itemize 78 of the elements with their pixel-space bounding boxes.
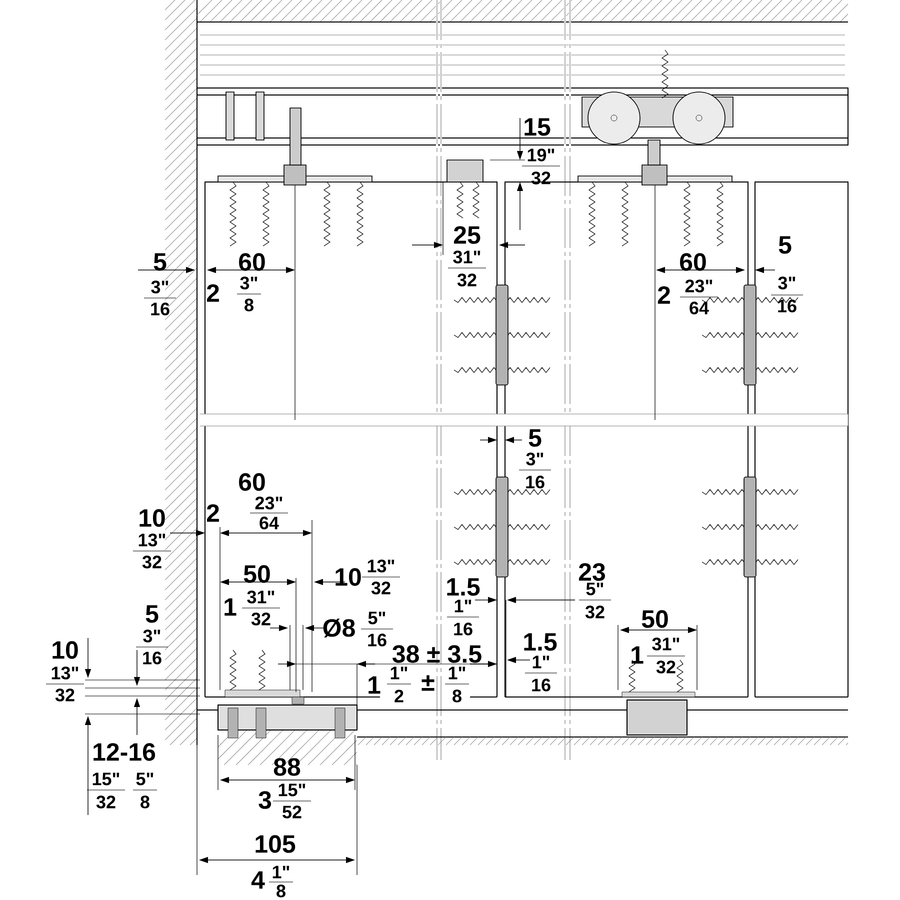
dimension-label: 1: [368, 676, 380, 694]
dimension-label: 1": [272, 866, 290, 878]
dimension-label: 2: [206, 504, 219, 522]
dimension-label: Ø8: [323, 618, 355, 638]
dimension-label: 2: [658, 286, 670, 304]
dimension-label: 32: [457, 274, 476, 286]
dimension-label: 3": [151, 280, 168, 294]
dimension-label: 60: [680, 253, 706, 271]
dimension-label: 10: [336, 568, 361, 586]
dimension-label: 13": [138, 534, 166, 546]
dimension-label: 8: [276, 884, 286, 898]
dimension-label: 1: [632, 646, 644, 664]
dimension-label: 31": [247, 590, 274, 604]
dimension-label: 32: [96, 796, 116, 808]
dimension-label: 88: [274, 758, 300, 776]
dimension-label: 1: [224, 598, 236, 616]
dimension-label: 15: [524, 118, 550, 136]
dimension-label: ±: [422, 675, 434, 691]
dimension-label: 3": [240, 276, 258, 290]
dimension-label: 23": [685, 280, 712, 292]
dimension-label: 4: [251, 871, 265, 889]
dimension-label: 16: [454, 622, 472, 636]
dimension-label: 3: [258, 791, 272, 809]
dimension-label: 16: [143, 652, 162, 664]
dimension-label: 32: [371, 582, 390, 594]
dimension-label: 3": [526, 452, 544, 466]
dimension-label: 1.5: [447, 578, 480, 596]
dimension-label: 50: [244, 565, 270, 583]
dimension-label: 16: [151, 302, 170, 316]
dimension-label: 5": [136, 772, 154, 786]
dimension-label: 12-16: [94, 743, 156, 761]
dimension-label: 1.5: [524, 633, 557, 651]
dimension-label: 1": [532, 656, 550, 668]
dimension-label: 5": [586, 582, 604, 596]
dimension-label: 32: [55, 688, 74, 702]
dimension-label: 1": [390, 666, 408, 680]
dimension-label: 23": [255, 496, 282, 510]
dimension-label: 15": [278, 784, 306, 796]
dimension-label: 105: [256, 835, 296, 853]
dimension-label: 32: [656, 660, 676, 674]
dimension-label: 2: [394, 690, 404, 702]
dimension-label: 8: [140, 796, 150, 808]
dimension-label: 31": [652, 638, 680, 650]
dimension-label: 8: [452, 690, 462, 702]
dimension-label: 16: [778, 300, 796, 312]
dimension-label: 10: [52, 641, 78, 659]
dimension-label: 32: [142, 556, 162, 568]
dimension-label: 32: [585, 606, 604, 618]
dimension-label: 64: [260, 516, 279, 530]
dimension-label: 3": [778, 276, 796, 290]
dimension-label: 5: [528, 429, 542, 447]
dimension-label: 25: [454, 226, 480, 244]
dimension-label: 10: [140, 509, 165, 527]
dimension-label: 15": [92, 772, 120, 786]
dimension-label: 52: [282, 806, 302, 818]
dimension-label: 50: [642, 610, 668, 628]
dimension-label: 1": [454, 600, 472, 612]
dimension-label: 32: [251, 612, 270, 626]
dimension-label: 8: [244, 298, 254, 312]
dimension-label: 60: [239, 473, 265, 491]
dimension-label: 13": [52, 666, 78, 680]
dimension-label: 31": [453, 250, 480, 264]
dimension-label: 19": [528, 148, 554, 162]
dimension-label: 2: [206, 284, 219, 302]
dimension-label: 5: [146, 605, 158, 623]
dimension-label: 1": [448, 666, 466, 680]
dimension-label: 38 ± 3.5: [392, 645, 482, 663]
dimension-label: 16: [526, 476, 544, 488]
dimension-label: 60: [239, 253, 265, 271]
dimension-label: 23: [578, 563, 605, 581]
dimension-label: 5": [368, 612, 386, 624]
dimension-label: 5: [154, 253, 166, 271]
dimension-label: 64: [690, 302, 709, 314]
dimension-label: 16: [532, 678, 550, 692]
dimension-label: 16: [368, 634, 386, 646]
dimension-label: 3": [143, 630, 160, 642]
dimension-label: 5: [778, 236, 792, 254]
dimension-label: 13": [368, 560, 394, 572]
